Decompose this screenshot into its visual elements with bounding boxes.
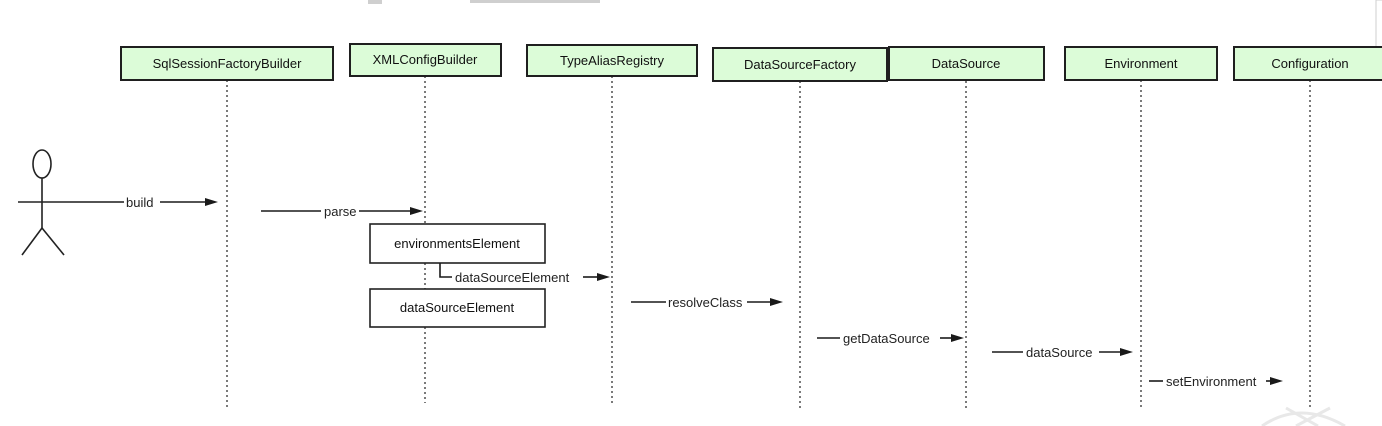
activation-box-label: environmentsElement — [394, 236, 520, 251]
message-resolveclass: resolveClass — [631, 295, 783, 310]
message-label: build — [126, 195, 153, 210]
participant-datasourcefactory: DataSourceFactory — [712, 47, 888, 82]
message-setenvironment: setEnvironment — [1149, 374, 1283, 389]
message-build: build — [70, 195, 218, 210]
activation-box-datasourceelement: dataSourceElement — [369, 288, 546, 328]
participant-sqlsessionfactorybuilder: SqlSessionFactoryBuilder — [120, 46, 334, 81]
participant-environment: Environment — [1064, 46, 1218, 81]
lifelines — [226, 76, 1311, 408]
message-getdatasource: getDataSource — [817, 331, 964, 346]
message-label: getDataSource — [843, 331, 930, 346]
message-label: parse — [324, 204, 357, 219]
stick-figure-icon — [18, 149, 70, 256]
participant-configuration: Configuration — [1233, 46, 1382, 81]
message-label: setEnvironment — [1166, 374, 1257, 389]
message-label: resolveClass — [668, 295, 743, 310]
message-datasourceelement: dataSourceElement — [439, 263, 610, 285]
participant-label: XMLConfigBuilder — [373, 52, 478, 67]
message-parse: parse — [261, 204, 423, 219]
message-label: dataSourceElement — [455, 270, 570, 285]
participant-typealiasregistry: TypeAliasRegistry — [526, 44, 698, 77]
participant-datasource: DataSource — [888, 46, 1045, 81]
participant-label: TypeAliasRegistry — [560, 53, 665, 68]
participant-xmlconfigbuilder: XMLConfigBuilder — [349, 43, 502, 77]
message-datasource: dataSource — [992, 345, 1133, 360]
close-x-watermark-icon — [1261, 406, 1346, 426]
activation-box-label: dataSourceElement — [400, 300, 515, 315]
participant-label: Environment — [1105, 56, 1178, 71]
participant-label: DataSourceFactory — [744, 57, 856, 72]
participants: SqlSessionFactoryBuilder XMLConfigBuilde… — [120, 43, 1382, 82]
participant-label: Configuration — [1271, 56, 1348, 71]
participant-label: DataSource — [932, 56, 1001, 71]
message-label: dataSource — [1026, 345, 1093, 360]
top-cropped-title — [368, 0, 600, 4]
activation-box-environmentselement: environmentsElement — [369, 223, 546, 264]
participant-label: SqlSessionFactoryBuilder — [153, 56, 303, 71]
